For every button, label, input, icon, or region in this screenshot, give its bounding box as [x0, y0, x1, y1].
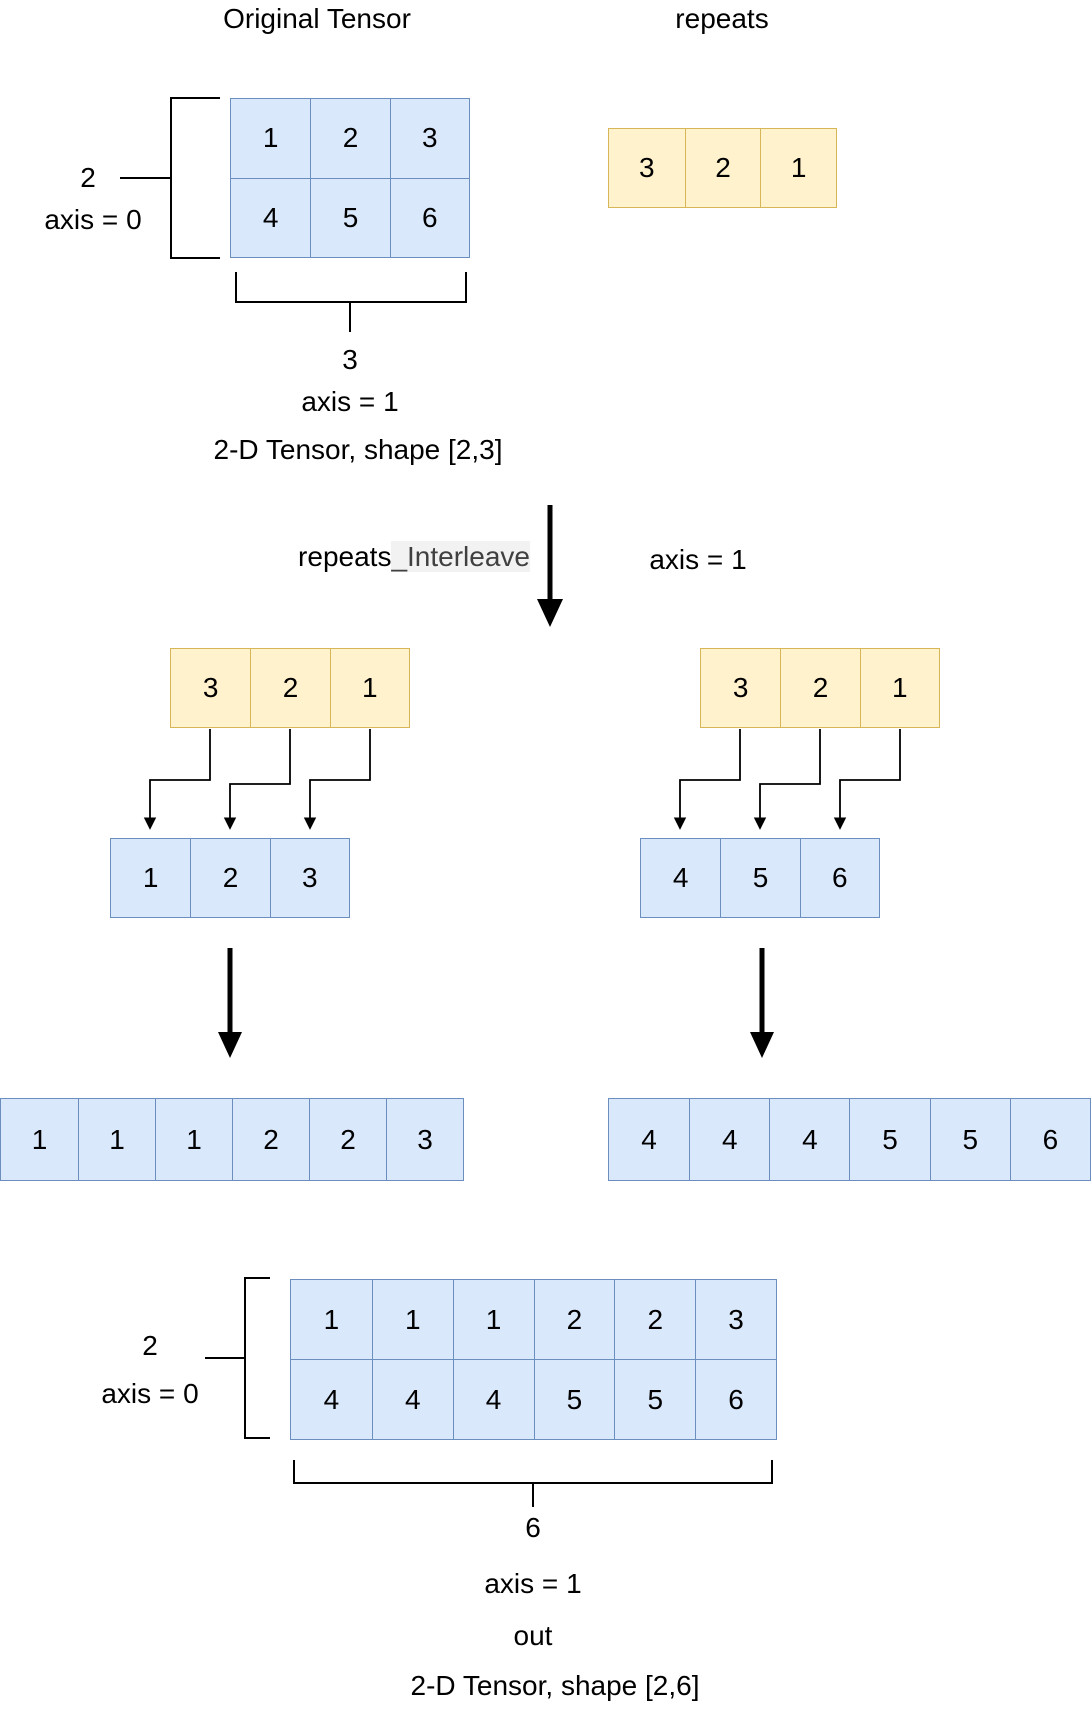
operation-name-plain: repeats [298, 541, 392, 572]
output-axis0-bracket [205, 1277, 270, 1439]
tensor-cell: 3 [202, 672, 219, 703]
right-result-arrow [750, 948, 774, 1058]
tensor-cell: 4 [689, 1099, 769, 1180]
tensor-cell: 2 [309, 1099, 386, 1180]
tensor-cell: 3 [639, 152, 655, 183]
original-axis1-label: axis = 1 [301, 386, 399, 417]
original-axis0-label: axis = 0 [44, 204, 142, 235]
main-flow-arrow [537, 505, 563, 627]
tensor-cell: 1 [262, 122, 279, 154]
output-axis1-dim: 6 [525, 1512, 541, 1543]
output-out-label: out [513, 1620, 553, 1651]
tensor-cell: 1 [78, 1099, 155, 1180]
left-branch-connectors [143, 729, 371, 830]
original-axis1-dim: 3 [342, 344, 358, 375]
right-branch-connectors [673, 729, 901, 830]
tensor-cell: 1 [760, 129, 836, 207]
output-axis1-label: axis = 1 [484, 1568, 582, 1599]
tensor-cell: 4 [672, 862, 689, 893]
left-result-arrow [218, 948, 242, 1058]
tensor-cell: 2 [232, 1099, 309, 1180]
operation-axis-label: axis = 1 [649, 544, 747, 575]
tensor-cell: 4 [371, 1359, 453, 1439]
tensor-cell: 4 [641, 1123, 657, 1155]
tensor-cell: 1 [323, 1303, 340, 1335]
tensor-cell: 1 [371, 1280, 453, 1359]
tensor-cell: 1 [155, 1099, 232, 1180]
tensor-cell: 2 [684, 129, 761, 207]
tensor-cell: 3 [269, 839, 349, 917]
original-axis0-dim: 2 [80, 162, 96, 193]
tensor-cell: 5 [929, 1099, 1010, 1180]
tensor-cell: 4 [452, 1359, 534, 1439]
tensor-cell: 1 [859, 649, 939, 727]
tensor-cell: 5 [614, 1359, 696, 1439]
tensor-cell: 5 [310, 177, 390, 257]
tensor-cell: 2 [780, 649, 859, 727]
tensor-cell: 5 [849, 1099, 929, 1180]
tensor-cell: 1 [142, 862, 159, 893]
tensor-cell: 2 [614, 1280, 695, 1359]
tensor-cell: 2 [250, 649, 329, 727]
operation-name-highlight: _Interleave [391, 541, 530, 572]
tensor-cell: 3 [389, 99, 469, 178]
tensor-cell: 2 [190, 839, 269, 917]
tensor-cell: 1 [452, 1280, 534, 1359]
original-axis1-bracket [235, 272, 467, 332]
original-tensor-caption: 2-D Tensor, shape [2,3] [213, 434, 503, 465]
tensor-cell: 1 [329, 649, 409, 727]
tensor-cell: 6 [695, 1359, 776, 1439]
tensor-cell: 4 [769, 1099, 849, 1180]
tensor-cell: 6 [1009, 1099, 1090, 1180]
tensor-cell: 6 [389, 177, 469, 257]
tensor-cell: 5 [720, 839, 799, 917]
output-tensor-caption: 2-D Tensor, shape [2,6] [410, 1670, 700, 1701]
output-axis1-bracket [293, 1460, 773, 1507]
tensor-cell: 3 [732, 672, 749, 703]
tensor-cell: 1 [31, 1123, 48, 1155]
tensor-cell: 2 [533, 1280, 615, 1359]
repeats-title: repeats [675, 3, 769, 34]
output-axis0-label: axis = 0 [101, 1378, 199, 1409]
tensor-cell: 6 [799, 839, 879, 917]
tensor-cell: 5 [533, 1359, 615, 1439]
output-axis0-dim: 2 [142, 1330, 158, 1361]
tensor-cell: 4 [231, 177, 311, 258]
operation-name: repeats_Interleave [298, 541, 530, 573]
tensor-cell: 2 [310, 99, 389, 178]
tensor-cell: 3 [386, 1099, 463, 1180]
tensor-cell: 4 [291, 1359, 372, 1439]
original-tensor-title: Original Tensor [223, 3, 411, 34]
tensor-cell: 3 [695, 1280, 776, 1359]
